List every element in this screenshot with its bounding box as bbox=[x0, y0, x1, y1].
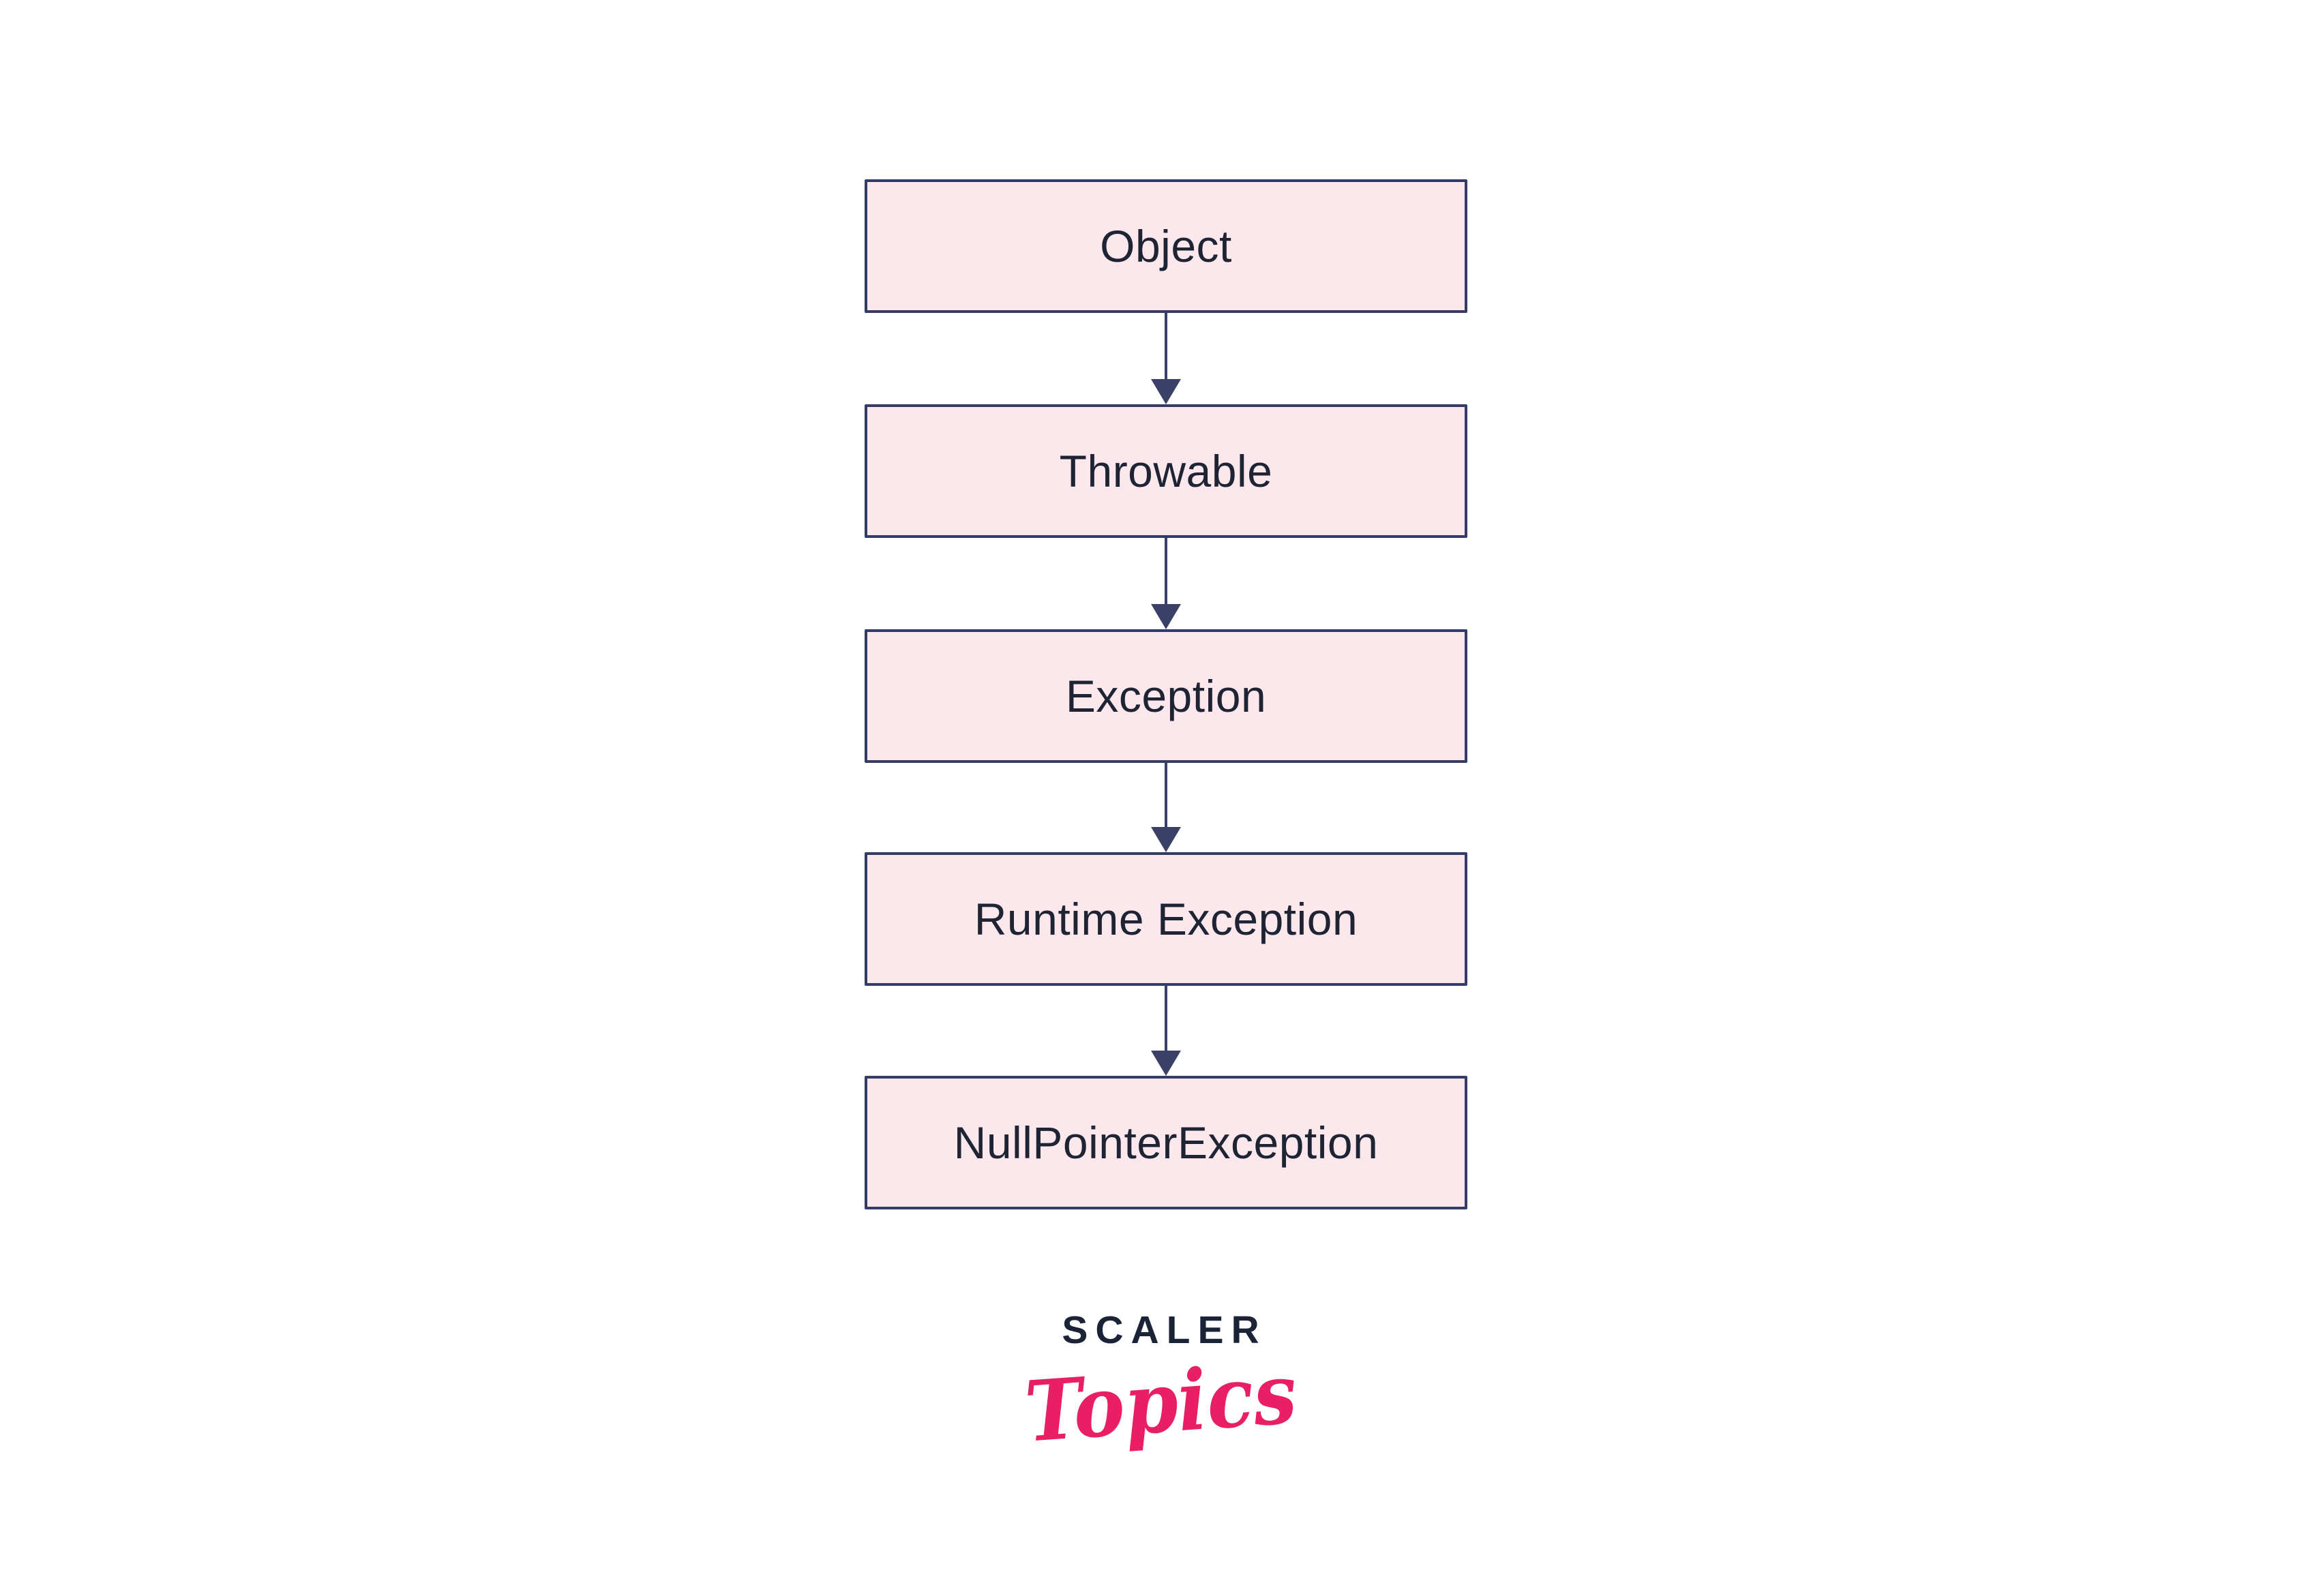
node-null-pointer-exception: NullPointerException bbox=[865, 1076, 1467, 1209]
node-runtime-exception-label: Runtime Exception bbox=[974, 894, 1358, 944]
arrow-down-icon bbox=[1151, 1051, 1181, 1076]
node-exception-label: Exception bbox=[1065, 671, 1267, 721]
logo-brand-text: SCALER bbox=[1062, 1308, 1267, 1352]
logo-sub-text: Topics bbox=[1021, 1344, 1300, 1461]
arrow-line bbox=[1165, 986, 1167, 1051]
node-object-label: Object bbox=[1100, 221, 1232, 271]
arrow-line bbox=[1165, 538, 1167, 604]
arrow-down-icon bbox=[1151, 379, 1181, 404]
node-throwable: Throwable bbox=[865, 404, 1467, 538]
arrow-down-icon bbox=[1151, 827, 1181, 852]
node-throwable-label: Throwable bbox=[1059, 446, 1273, 496]
flow-arrow-throwable-to-exception bbox=[1151, 538, 1181, 629]
node-runtime-exception: Runtime Exception bbox=[865, 852, 1467, 986]
node-null-pointer-exception-label: NullPointerException bbox=[953, 1117, 1379, 1168]
arrow-line bbox=[1165, 313, 1167, 379]
node-object: Object bbox=[865, 179, 1467, 313]
flow-arrow-object-to-throwable bbox=[1151, 313, 1181, 404]
scaler-topics-logo: SCALER Topics bbox=[966, 1308, 1355, 1461]
arrow-line bbox=[1165, 762, 1167, 827]
flow-arrow-exception-to-runtime-exception bbox=[1151, 762, 1181, 852]
arrow-down-icon bbox=[1151, 604, 1181, 629]
flow-arrow-runtime-exception-to-null-pointer-exception bbox=[1151, 986, 1181, 1076]
node-exception: Exception bbox=[865, 629, 1467, 763]
